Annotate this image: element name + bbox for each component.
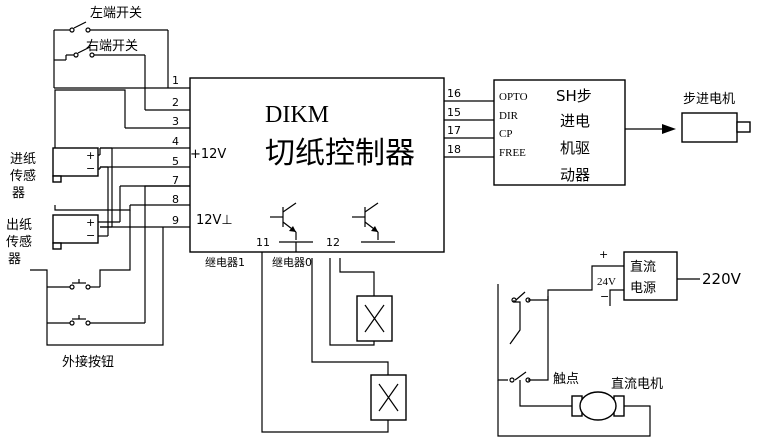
right-limit-switch-icon: [66, 46, 146, 110]
pin-3: 3: [172, 115, 179, 128]
in-sensor-box: [52, 147, 99, 177]
left-limit-switch-icon: [54, 21, 169, 88]
external-button-2-icon: [47, 185, 190, 326]
relay-wiring: [261, 242, 389, 433]
svg-text:出纸: 出纸: [6, 218, 32, 233]
left-pin-numbers: 1 2 3 4 5 7 8 9: [172, 74, 179, 227]
in-sensor-label: 进纸 传感 器: [10, 152, 36, 201]
pin-9: 9: [172, 214, 179, 227]
controller-gnd12v-label: 12V⊥: [196, 213, 233, 228]
svg-text:器: 器: [8, 252, 21, 267]
pin-1: 1: [172, 74, 179, 87]
out-paper-sensor: + −: [52, 214, 99, 250]
controller-name: 切纸控制器: [265, 136, 415, 171]
svg-text:进纸: 进纸: [10, 152, 36, 167]
driver-port-opto: OPTO: [499, 91, 528, 103]
relay-coil-2-icon: [370, 374, 407, 421]
stepper-motor-icon: [681, 112, 751, 143]
pin-8: 8: [172, 193, 179, 206]
pin-18: 18: [447, 143, 461, 156]
controller-plus12v-label: +12V: [190, 147, 226, 162]
driver-name: SH步 进电 机驱 动器: [556, 87, 592, 184]
dc-plus: +: [599, 248, 608, 261]
driver-port-free: FREE: [499, 147, 526, 159]
pin-5: 5: [172, 155, 179, 168]
controller-box: [189, 77, 445, 253]
relay-coil-1-icon: [356, 295, 393, 342]
controller-model: DIKM: [265, 102, 329, 128]
pin-7: 7: [172, 174, 179, 187]
left-switch-label: 左端开关: [90, 6, 142, 21]
svg-text:器: 器: [12, 186, 25, 201]
right-switch-label: 右端开关: [86, 39, 138, 54]
sensor-wiring: [54, 89, 131, 237]
in-paper-sensor: + −: [52, 147, 99, 183]
pin-16: 16: [447, 87, 461, 100]
driver-to-motor-arrow: [625, 124, 676, 134]
driver-port-dir: DIR: [499, 110, 519, 122]
out-sensor-plus: +: [86, 216, 95, 229]
svg-text:传感: 传感: [6, 234, 32, 250]
dc-supply-name-2: 电源: [630, 281, 656, 296]
transistor-12-icon: [352, 202, 395, 243]
dc-motor-icon: [571, 391, 625, 421]
dc-output-label: 24V: [597, 276, 616, 288]
svg-text:机驱: 机驱: [560, 139, 590, 157]
relay1-label: 继电器1: [205, 256, 245, 269]
in-sensor-minus: −: [86, 162, 95, 175]
svg-text:传感: 传感: [10, 168, 36, 184]
dc-supply-box: [623, 251, 678, 301]
stepper-driver-box: [493, 79, 626, 186]
dc-motor-circuit: [497, 265, 651, 437]
pin-4: 4: [172, 135, 179, 148]
pin-15: 15: [447, 106, 461, 119]
contact-label: 触点: [553, 372, 579, 387]
pin-11: 11: [256, 236, 270, 249]
dc-minus: −: [600, 290, 609, 303]
driver-port-cp: CP: [499, 128, 512, 140]
in-sensor-plus: +: [86, 149, 95, 162]
pin-17: 17: [447, 124, 461, 137]
pin-2: 2: [172, 96, 179, 109]
right-pin-lines: [444, 100, 494, 158]
dc-supply-name-1: 直流: [630, 260, 656, 275]
external-button-1-icon: [47, 210, 131, 290]
out-sensor-label: 出纸 传感 器: [6, 218, 32, 267]
svg-text:进电: 进电: [560, 112, 590, 130]
svg-text:动器: 动器: [560, 166, 590, 184]
relay0-label: 继电器0: [272, 256, 312, 269]
stepper-motor-label: 步进电机: [683, 92, 735, 107]
out-sensor-minus: −: [86, 229, 95, 242]
pin-12: 12: [326, 236, 340, 249]
out-sensor-box: [52, 214, 99, 244]
svg-text:SH步: SH步: [556, 87, 592, 105]
dc-motor-label: 直流电机: [611, 377, 663, 392]
ac-input-label: 220V: [702, 270, 742, 288]
external-button-label: 外接按钮: [62, 354, 114, 370]
